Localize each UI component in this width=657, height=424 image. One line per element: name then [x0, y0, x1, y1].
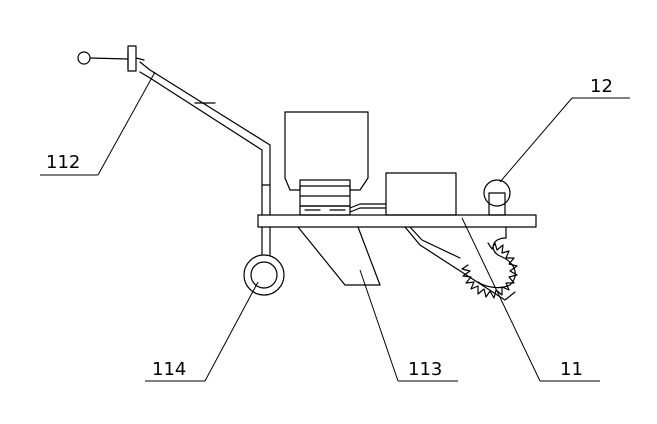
label-12: 12 [590, 76, 613, 97]
label-113: 113 [408, 359, 442, 380]
leader-lines [40, 71, 630, 382]
hopper [284, 111, 387, 216]
hopper-plate [297, 226, 381, 286]
label-114: 114 [152, 359, 186, 380]
frame-plate [257, 214, 537, 256]
wheel [243, 254, 285, 296]
blade-arm [404, 226, 516, 301]
saw-blade [461, 226, 518, 299]
housing-box [385, 172, 457, 216]
label-112: 112 [46, 152, 80, 173]
label-11: 11 [560, 359, 583, 380]
motor [483, 179, 511, 216]
handle-knob [77, 51, 91, 65]
handle-assembly [77, 45, 271, 216]
